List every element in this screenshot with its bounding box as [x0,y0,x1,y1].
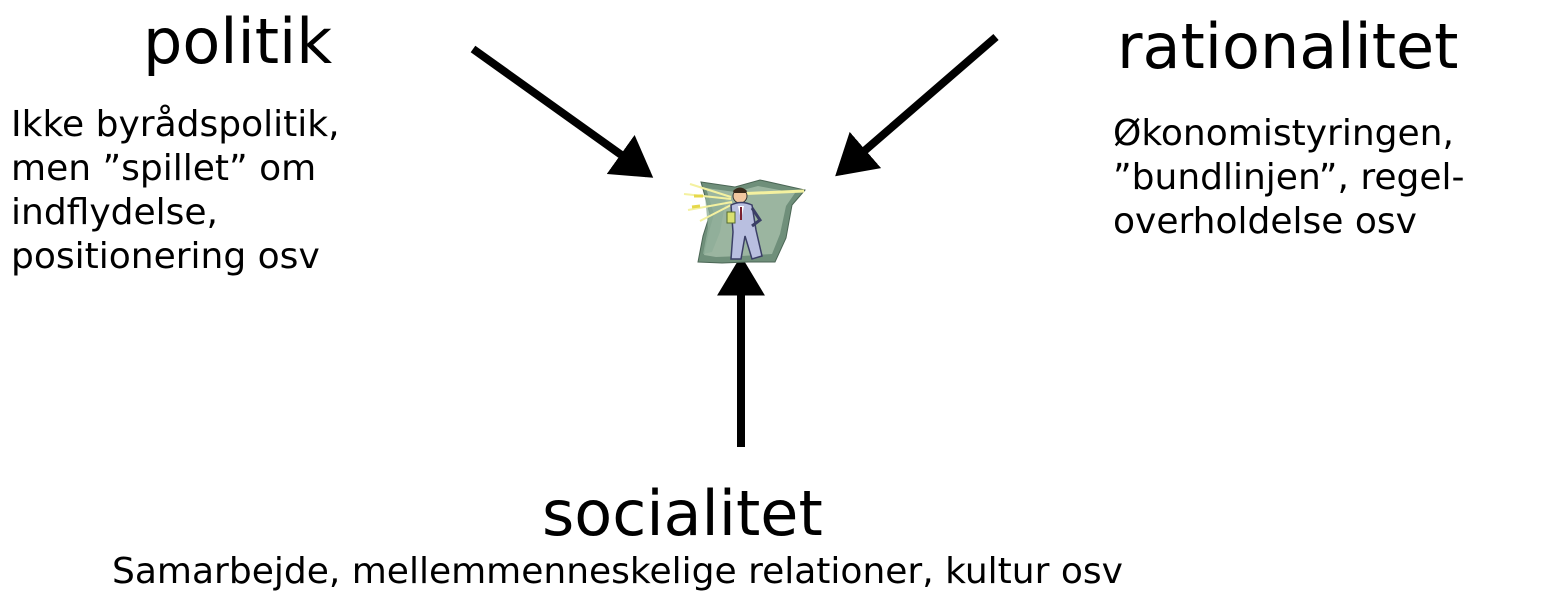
rationalitet-description-line: ”bundlinjen”, regel- [1113,157,1465,198]
rationalitet-description-line: overholdelse osv [1113,201,1417,242]
politik-description-line: indflydelse, [11,192,218,233]
socialitet-description-line: Samarbejde, mellemmenneskelige relatione… [112,551,1123,592]
arrow-from-politik [470,45,654,178]
rationalitet-description: Økonomistyringen, ”bundlinjen”, regel- o… [1113,112,1465,244]
politik-description-line: Ikke byrådspolitik, [11,104,340,145]
politik-description: Ikke byrådspolitik, men ”spillet” om ind… [11,103,340,279]
politik-heading: politik [143,5,333,78]
socialitet-description: Samarbejde, mellemmenneskelige relatione… [112,552,1123,592]
rationalitet-heading: rationalitet [1117,10,1459,83]
politik-description-line: men ”spillet” om [11,148,317,189]
rationalitet-description-line: Økonomistyringen, [1113,113,1454,154]
socialitet-heading: socialitet [542,477,823,550]
politik-description-line: positionering osv [11,236,320,277]
businessman-clipart-icon [683,179,806,264]
arrow-from-rationalitet [835,33,999,177]
